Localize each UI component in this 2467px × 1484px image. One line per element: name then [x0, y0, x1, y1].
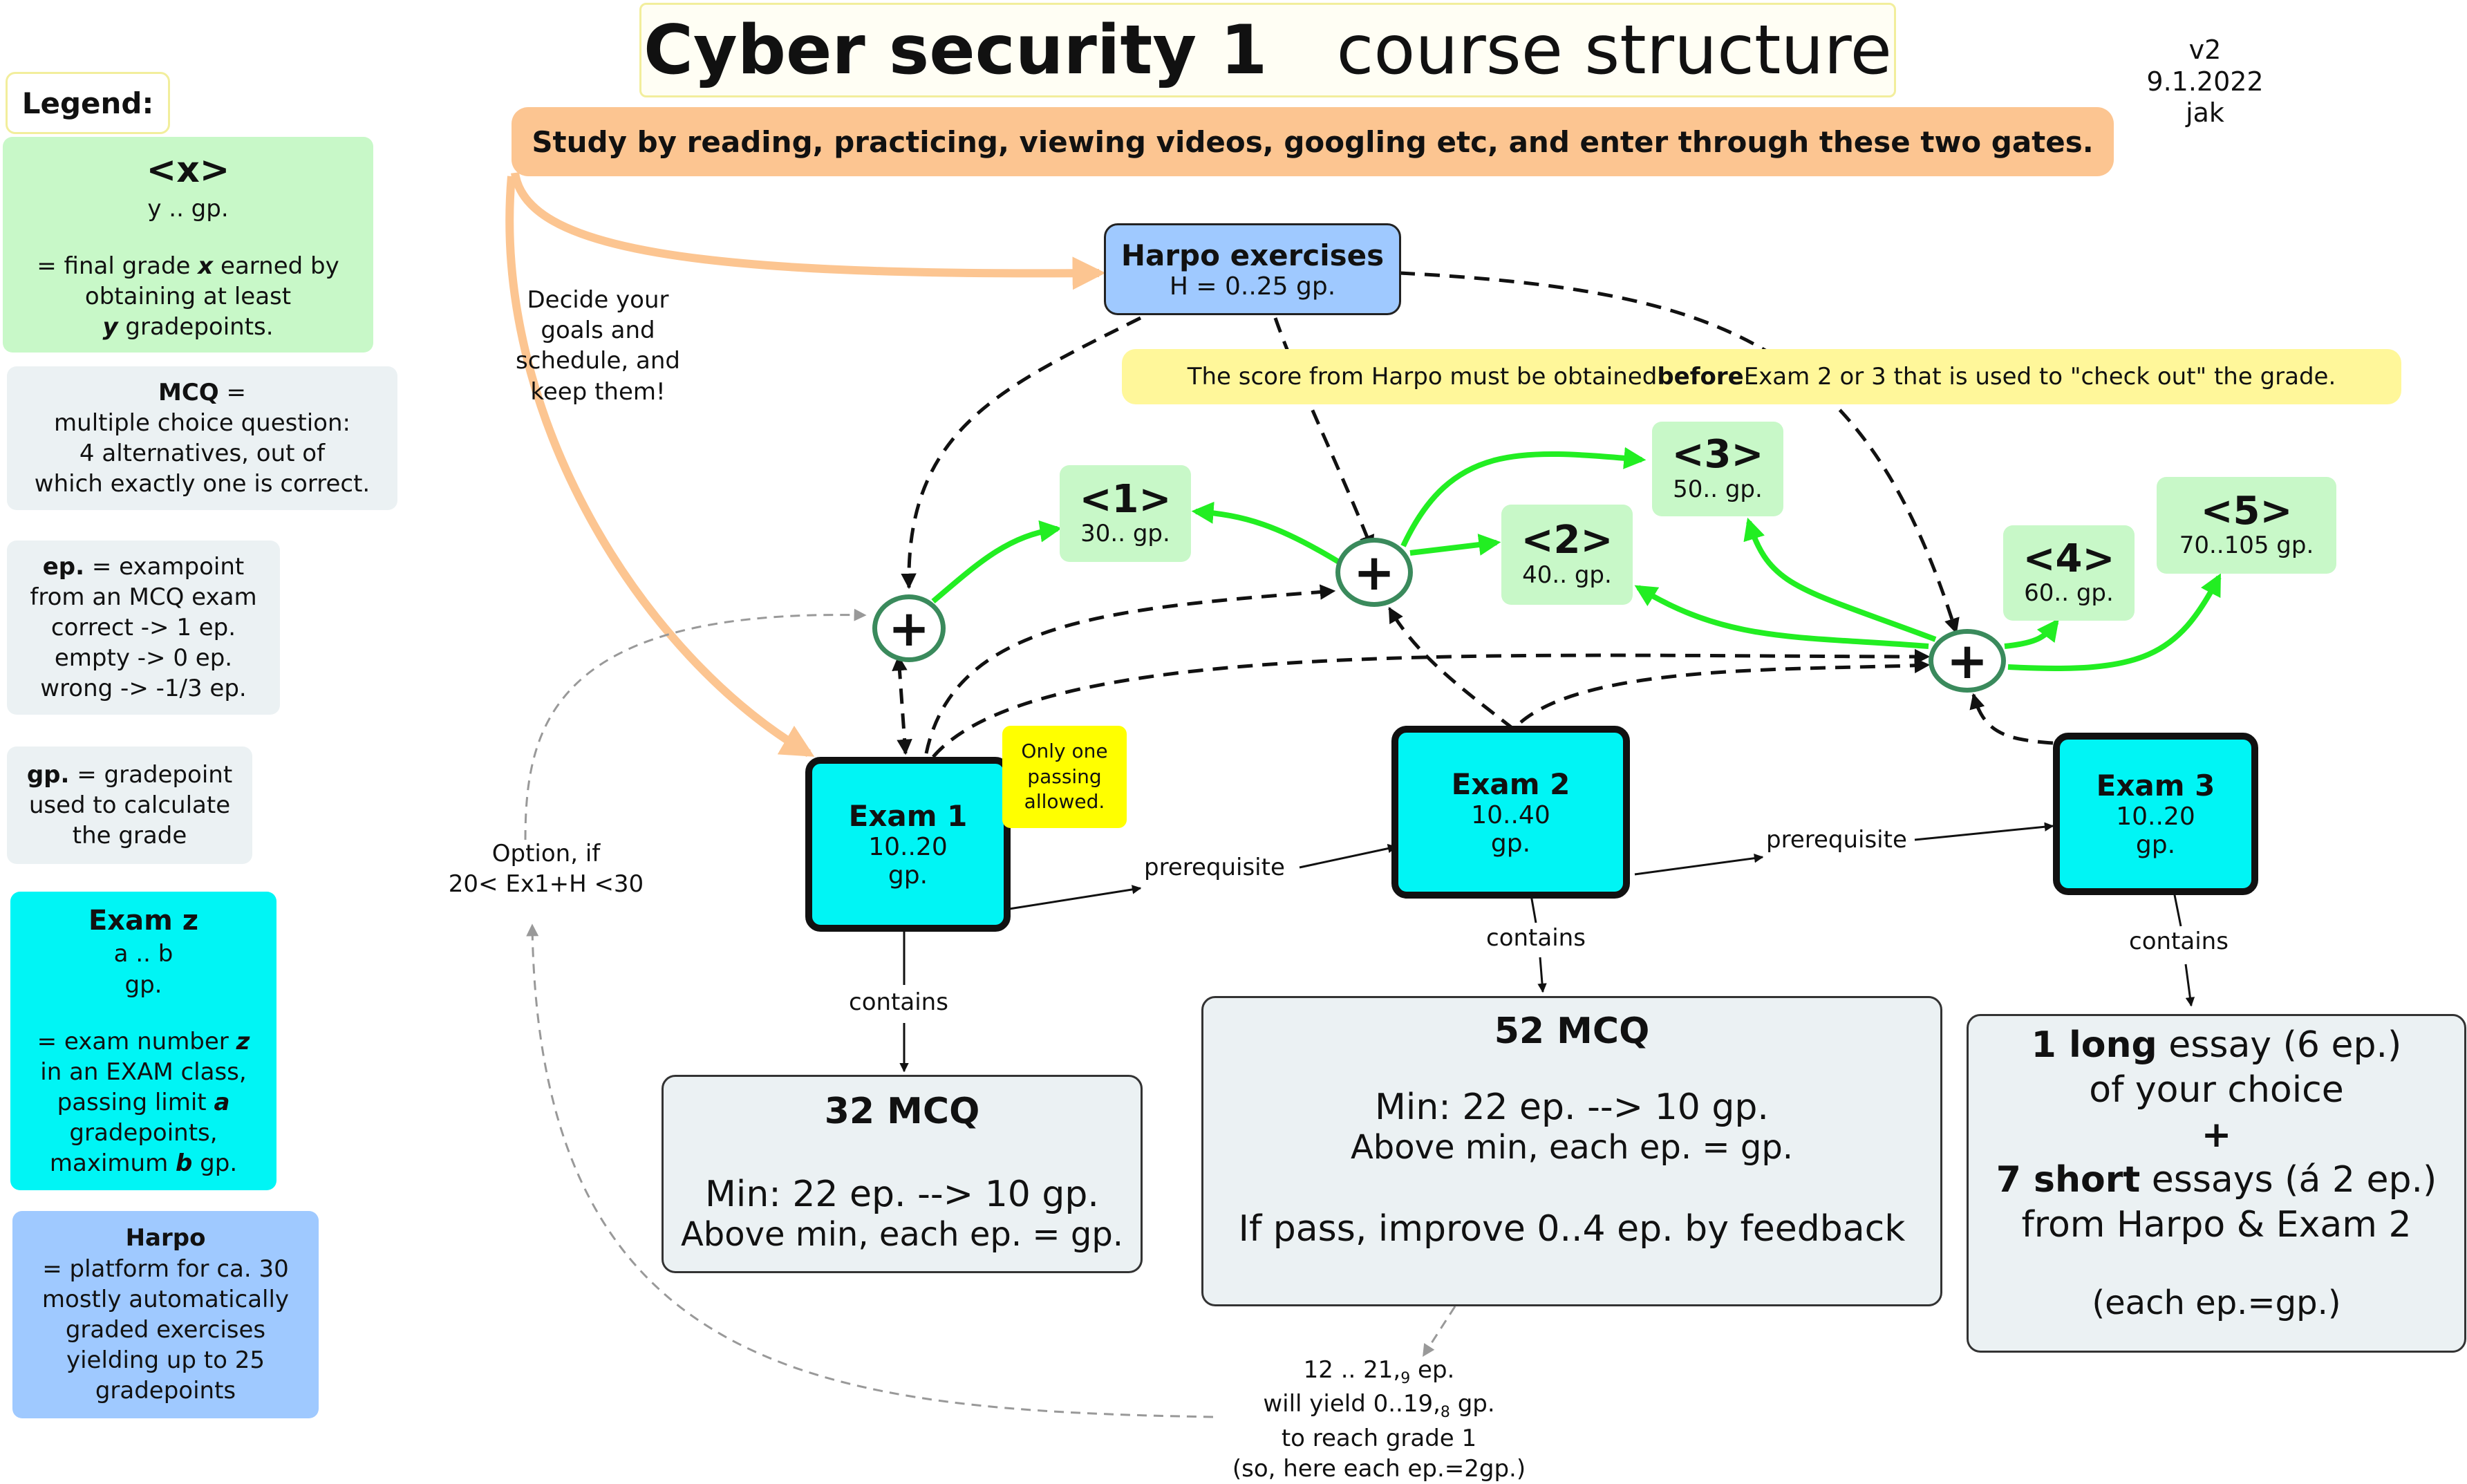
- dashed-exam3-to-plus3: [1969, 693, 2054, 745]
- green-plus2-to-grade1: [1191, 501, 1343, 566]
- essay-box-exam3: 1 long essay (6 ep.) of your choice + 7 …: [1967, 1014, 2466, 1353]
- prerequisite-label-1: prerequisite: [1144, 854, 1285, 881]
- prereq-exam1-exam2: [1009, 885, 1142, 910]
- mcq-box-exam2: 52 MCQ Min: 22 ep. --> 10 gp. Above min,…: [1201, 996, 1942, 1306]
- green-plus3-to-grade2: [1634, 585, 1929, 649]
- plus-node-2: +: [1335, 538, 1413, 607]
- legend-exam: Exam z a .. b gp. = exam number z in an …: [10, 892, 276, 1190]
- plus-node-3: +: [1929, 629, 2006, 693]
- grade-5: <5>70..105 gp.: [2157, 477, 2336, 574]
- contains-label-3: contains: [2129, 928, 2229, 955]
- version-author: jak: [2186, 97, 2224, 129]
- harpo-range: H = 0..25 gp.: [1169, 272, 1336, 301]
- title-bold: Cyber security 1: [644, 10, 1268, 90]
- gray-yield-to-option: [526, 923, 1214, 1418]
- dashed-exam1-to-plus3: [932, 648, 1931, 758]
- legend-harpo: Harpo = platform for ca. 30 mostly autom…: [12, 1211, 319, 1418]
- page-title: Cyber security 1 course structure: [639, 3, 1896, 97]
- gray-mcq2-to-yield: [1423, 1306, 1456, 1358]
- dashed-harpo-to-plus1: [901, 316, 1142, 590]
- version-date: 9.1.2022: [2146, 66, 2264, 97]
- grade-1: <1>30.. gp.: [1060, 465, 1191, 562]
- legend-mcq: MCQ = multiple choice question: 4 altern…: [7, 366, 397, 510]
- contains-exam3: [2173, 891, 2191, 1006]
- yield-note: 12 .. 21,9 ep. will yield 0..19,8 gp. to…: [1232, 1356, 1526, 1483]
- contains-label-2: contains: [1486, 924, 1586, 952]
- contains-exam2: [1530, 894, 1543, 992]
- green-plus3-to-grade3: [1743, 517, 1937, 642]
- prerequisite-label-2: prerequisite: [1766, 826, 1907, 854]
- orange-arrow-to-exam1: [505, 176, 815, 758]
- prereq-exam1-exam2-b: [1299, 843, 1398, 869]
- plus-node-1: +: [872, 594, 946, 662]
- contains-label-1: contains: [849, 988, 948, 1016]
- gray-option-to-plus1: [524, 608, 867, 840]
- version-block: v2 9.1.2022 jak: [2115, 35, 2295, 129]
- study-banner: Study by reading, practicing, viewing vi…: [512, 107, 2114, 176]
- version-number: v2: [2188, 35, 2222, 65]
- orange-arrow-to-harpo: [511, 172, 1106, 290]
- grade-4: <4>60.. gp.: [2003, 525, 2135, 621]
- dashed-exam1-to-plus2: [924, 584, 1336, 754]
- title-rest: course structure: [1336, 10, 1892, 90]
- green-plus3-to-grade5: [2007, 573, 2222, 671]
- dashed-exam2-to-plus2: [1387, 607, 1515, 731]
- green-plus3-to-grade4: [2004, 618, 2059, 649]
- green-plus2-to-grade2: [1409, 534, 1501, 556]
- legend-grade: <x> y .. gp. = final grade x earned by o…: [3, 137, 373, 353]
- green-plus2-to-grade3: [1400, 447, 1647, 547]
- dashed-harpo-to-plus2: [1273, 317, 1375, 552]
- dashed-exam1-plus1: [892, 655, 912, 755]
- harpo-timing-note: The score from Harpo must be obtained be…: [1122, 349, 2401, 404]
- prereq-exam2-exam3-b: [1914, 822, 2054, 841]
- mcq-box-exam1: 32 MCQ Min: 22 ep. --> 10 gp. Above min,…: [662, 1075, 1143, 1273]
- prereq-exam2-exam3: [1634, 853, 1764, 876]
- harpo-title: Harpo exercises: [1120, 238, 1385, 272]
- green-plus1-to-grade1: [931, 520, 1062, 604]
- dashed-exam2-to-plus3: [1519, 657, 1931, 724]
- grade-2: <2>40.. gp.: [1501, 505, 1633, 605]
- harpo-exercises-node: Harpo exercises H = 0..25 gp.: [1104, 223, 1401, 315]
- grade-3: <3>50.. gp.: [1652, 422, 1783, 516]
- legend-gp: gp. = gradepoint used to calculate the g…: [7, 746, 252, 864]
- legend-ep: ep. = exampoint from an MCQ exam correct…: [7, 541, 280, 715]
- legend-heading: Legend:: [6, 72, 170, 134]
